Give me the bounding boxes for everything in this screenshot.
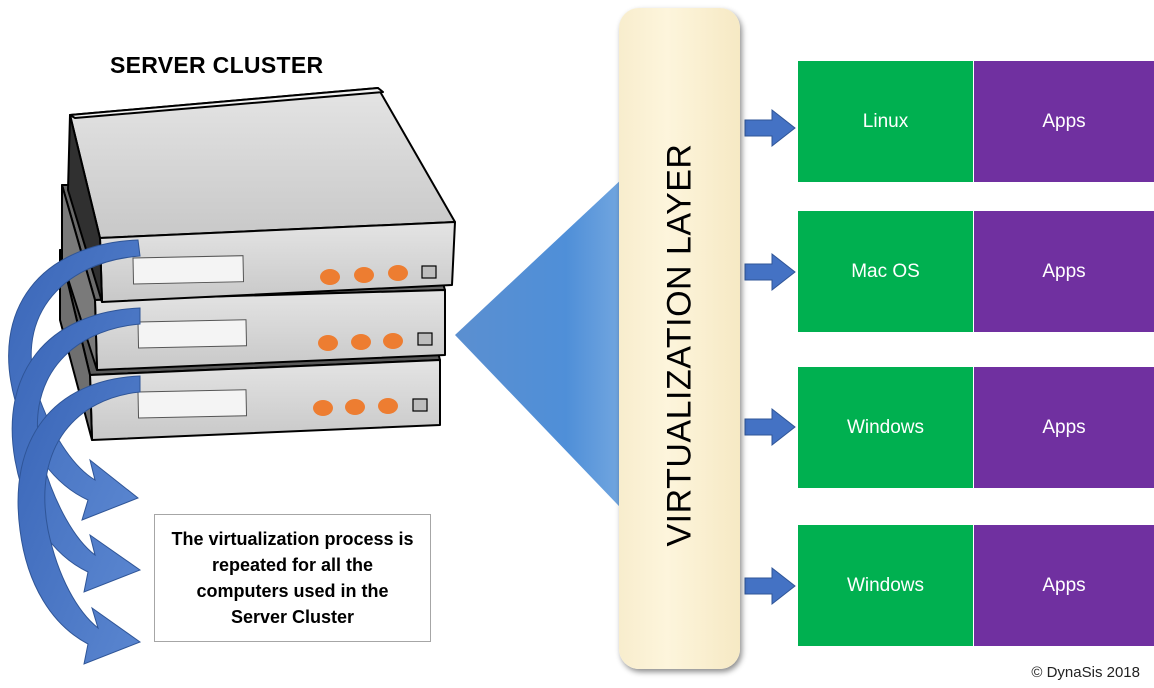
vm-os-linux: Linux — [798, 61, 973, 182]
vm-os-macos: Mac OS — [798, 211, 973, 332]
arrow-right-icon — [744, 108, 796, 606]
diagram-title: SERVER CLUSTER — [110, 52, 324, 78]
vm-apps: Apps — [974, 525, 1154, 646]
triangle-beam-icon — [455, 162, 640, 528]
server-ports — [412, 265, 437, 412]
vm-os-windows: Windows — [798, 367, 973, 488]
process-note: The virtualization process is repeated f… — [154, 514, 431, 642]
vm-apps: Apps — [974, 211, 1154, 332]
copyright-text: © DynaSis 2018 — [1031, 664, 1140, 681]
vm-apps: Apps — [974, 367, 1154, 488]
server-leds — [313, 265, 408, 416]
curved-arrow-icon — [8, 239, 142, 665]
virtualization-layer-label: VIRTUALIZATION LAYER — [660, 143, 699, 547]
vm-os-windows: Windows — [798, 525, 973, 646]
vm-apps: Apps — [974, 61, 1154, 182]
virtualization-layer — [619, 8, 740, 669]
server-faceplates — [132, 255, 248, 419]
